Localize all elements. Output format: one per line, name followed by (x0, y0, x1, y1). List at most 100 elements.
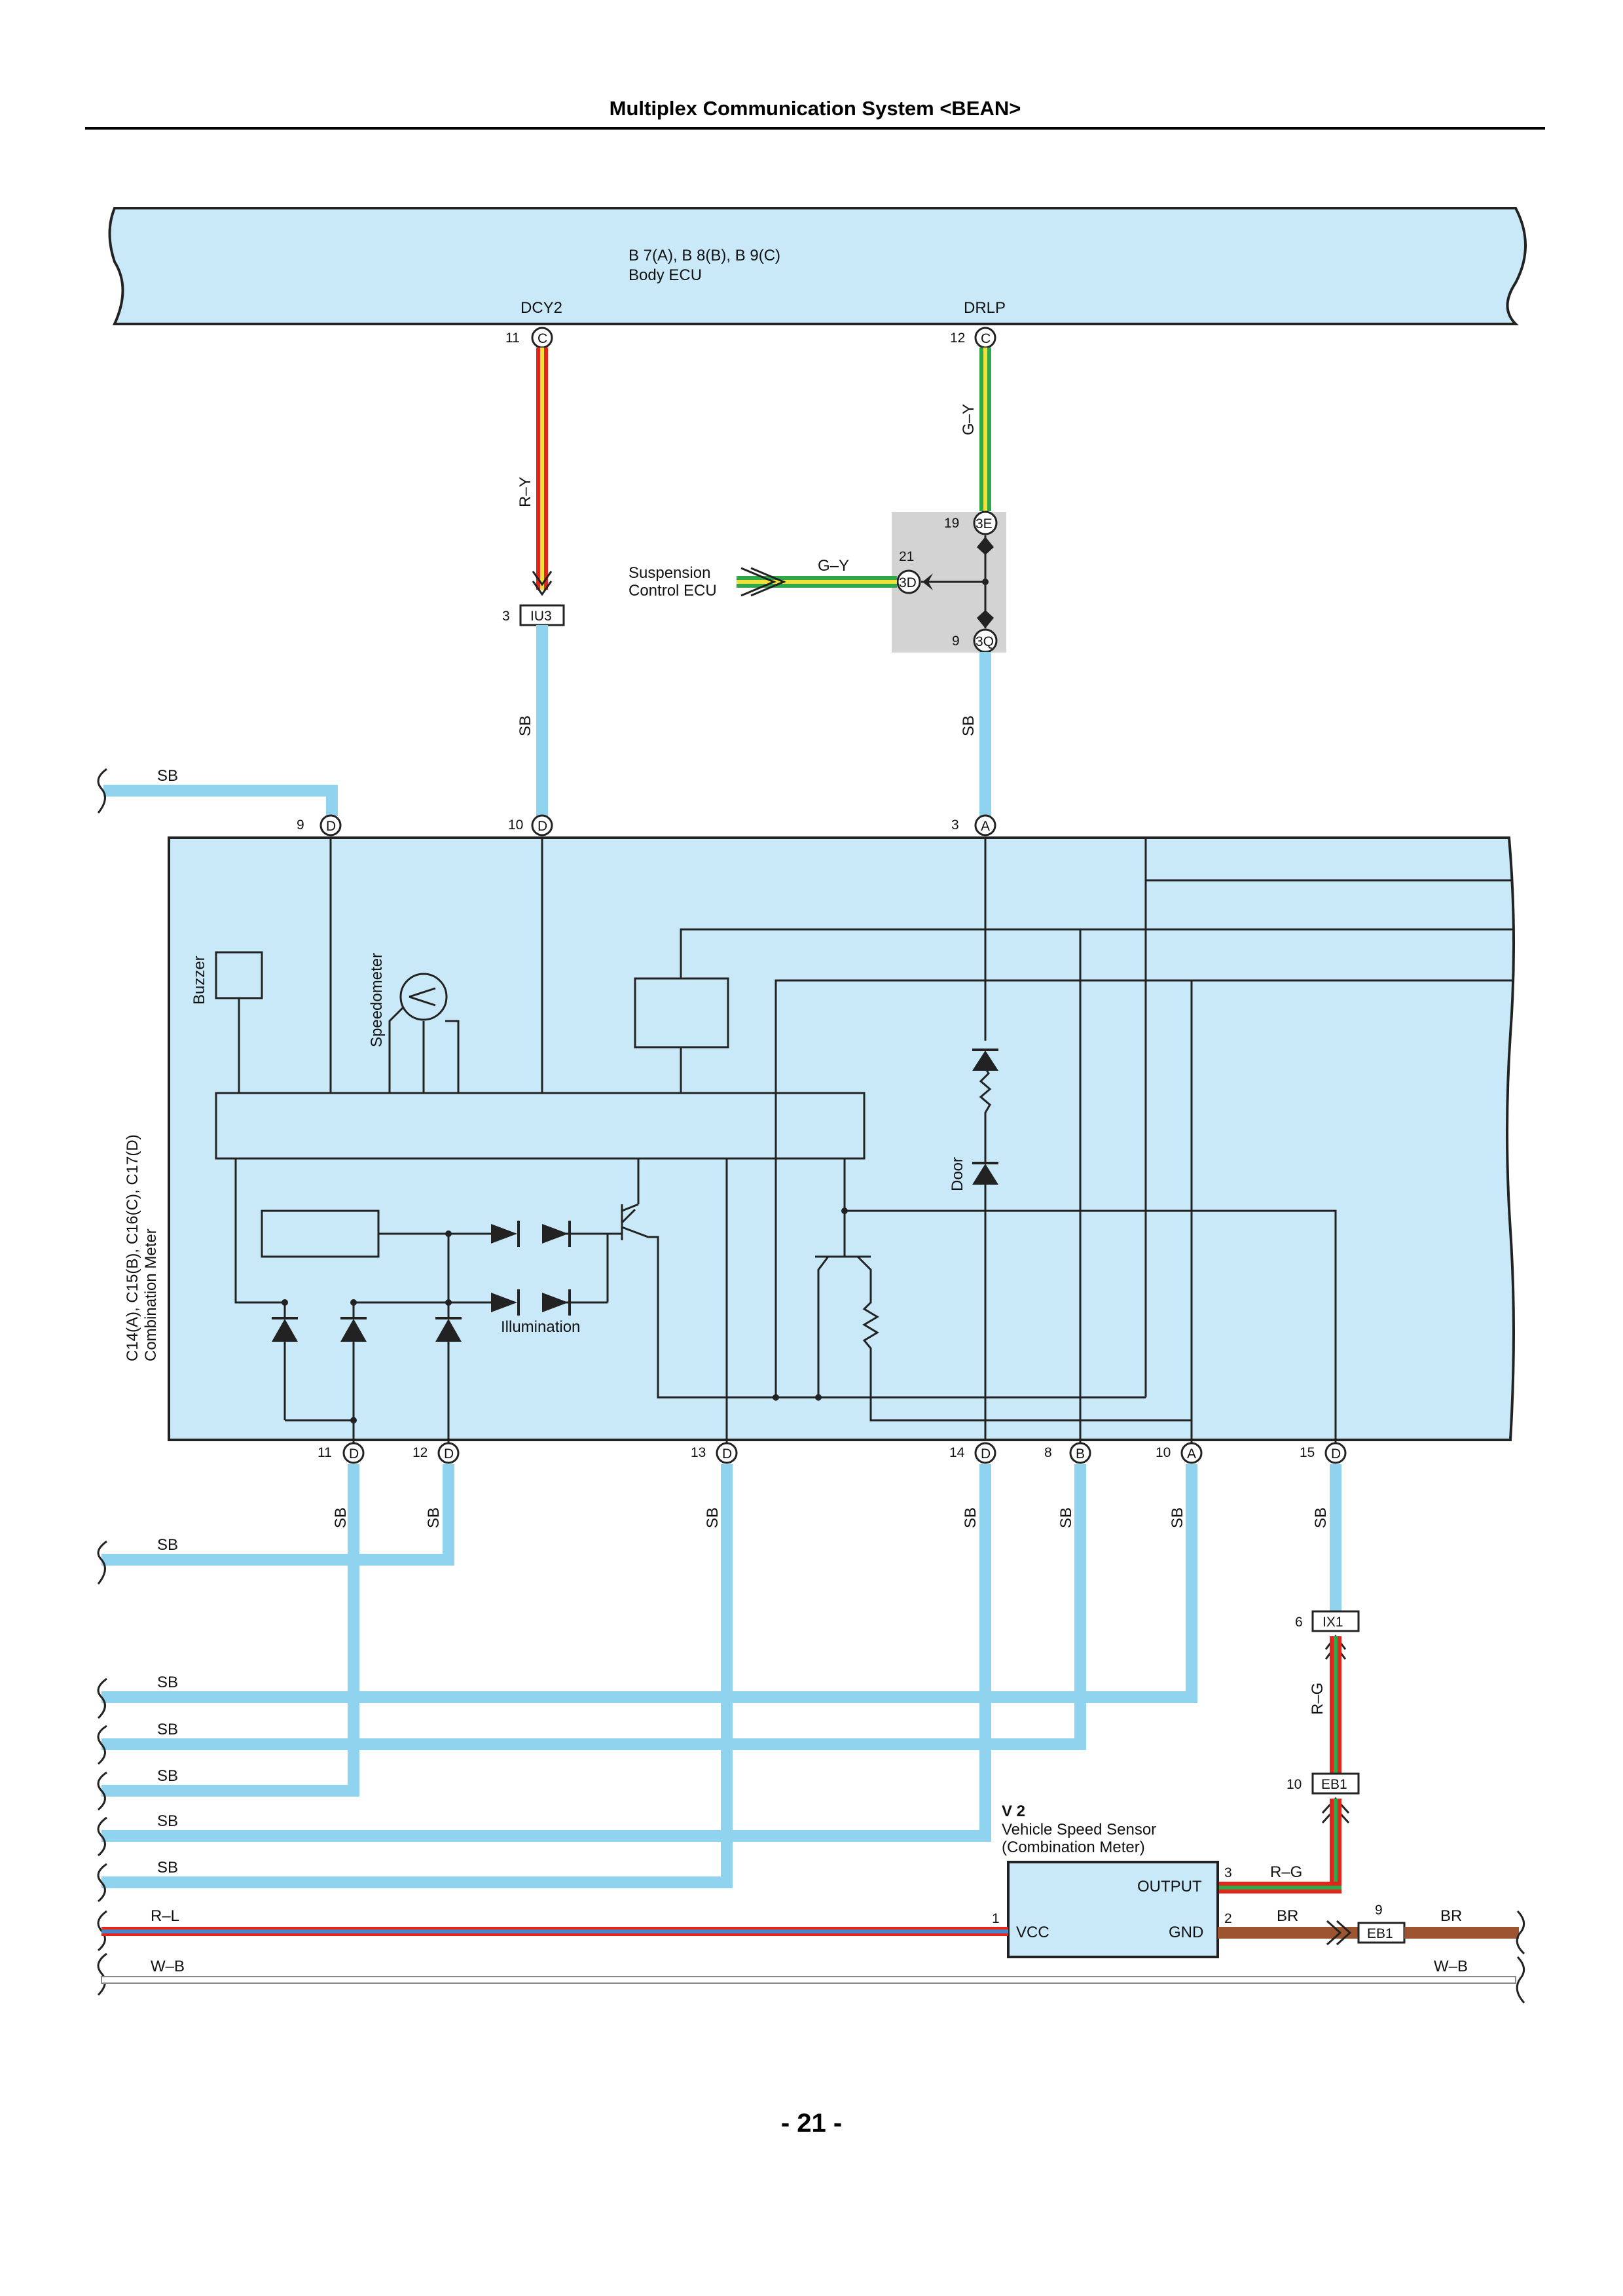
wire-sb-pin8 (1074, 1464, 1086, 1750)
br-label-right: BR (1440, 1907, 1462, 1925)
junction-3e-pin: 19 (944, 516, 959, 531)
dcy2-pin-number: 11 (505, 331, 520, 346)
suspension-line2: Control ECU (629, 582, 717, 600)
sb-bottom-vertical-labels: SB SB SB SB SB SB SB (332, 1507, 1330, 1528)
meter-top-pin-number: 3 (951, 817, 959, 833)
speedometer-label: Speedometer (368, 953, 386, 1047)
meter-bottom-pin-letter: D (444, 1446, 454, 1462)
g-y-horizontal-label: G–Y (818, 557, 849, 575)
meter-top-pin-number: 10 (508, 817, 523, 833)
r-y-label: R–Y (517, 476, 534, 507)
junction-3d-circle (896, 569, 921, 594)
meter-bottom-pin-letter: A (1187, 1446, 1196, 1462)
meter-top-pin-letter: D (538, 819, 547, 834)
sb-label-left-top: SB (157, 767, 178, 785)
junction-3e-circle (973, 511, 998, 535)
wire-sb-dcy2 (536, 625, 548, 816)
wire-break-right-br (1516, 1910, 1525, 1955)
wire-sb-pin10a (1186, 1464, 1197, 1703)
wire-br-right (1404, 1927, 1519, 1939)
dcy2-pin-letter: C (538, 331, 547, 346)
ix1-connector (1311, 1610, 1360, 1632)
meter-bottom-pin-number: 14 (949, 1445, 965, 1460)
drlp-pin-letter: C (981, 331, 991, 346)
ix1-label: IX1 (1322, 1615, 1343, 1630)
speed-sensor-pin-output: 3 (1224, 1865, 1232, 1880)
meter-top-pin-letter: D (326, 819, 336, 834)
sb-label-drlp: SB (960, 715, 977, 736)
ix1-pin: 6 (1295, 1615, 1303, 1630)
meter-bottom-pin-letter: D (722, 1446, 732, 1462)
buzzer-label: Buzzer (191, 956, 208, 1005)
sb-label-dcy2: SB (517, 715, 534, 736)
svg-text:SB: SB (962, 1507, 979, 1528)
meter-top-pin-circle (319, 814, 342, 836)
svg-text:SB: SB (157, 1674, 178, 1691)
eb1-gnd-label: EB1 (1367, 1926, 1393, 1941)
meter-top-pin-circle (974, 814, 996, 836)
speed-sensor-name: Vehicle Speed Sensor (1002, 1821, 1156, 1839)
page-title: Multiplex Communication System <BEAN> (609, 97, 1021, 120)
meter-bottom-pin-circle (716, 1442, 738, 1464)
wire-sb-pin12 (443, 1464, 454, 1566)
svg-text:SB: SB (1169, 1507, 1186, 1528)
meter-bottom-pin-circle (1324, 1442, 1347, 1464)
svg-text:SB: SB (425, 1507, 443, 1528)
meter-bottom-pin-letter: D (1331, 1446, 1341, 1462)
body-ecu-name: Body ECU (629, 266, 702, 284)
wire-sb-h4 (101, 1785, 359, 1797)
wire-sb-h6 (101, 1876, 733, 1888)
iu3-connector (519, 604, 565, 626)
wire-sb-h3 (101, 1738, 1086, 1750)
page-number: - 21 - (780, 2109, 843, 2138)
body-ecu-code: B 7(A), B 8(B), B 9(C) (629, 247, 780, 264)
iu3-pin: 3 (502, 609, 510, 624)
svg-text:SB: SB (1057, 1507, 1075, 1528)
wire-sb-pin11 (348, 1464, 359, 1797)
meter-bottom-pin-circle (437, 1442, 460, 1464)
meter-top-pin-letter: A (981, 819, 990, 834)
svg-text:SB: SB (332, 1507, 350, 1528)
meter-bottom-pin-number: 15 (1300, 1445, 1315, 1460)
wire-sb-pin14 (979, 1464, 991, 1842)
wire-sb-h1 (101, 1554, 454, 1566)
svg-text:SB: SB (157, 1812, 178, 1830)
suspension-line1: Suspension (629, 564, 710, 582)
wire-w-b (101, 1976, 1516, 1984)
door-label: Door (949, 1157, 966, 1191)
meter-top-pin-circle (531, 814, 553, 836)
dcy2-label: DCY2 (520, 299, 562, 317)
meter-bottom-pin-number: 8 (1044, 1445, 1052, 1460)
speed-sensor-code: V 2 (1002, 1803, 1025, 1820)
meter-diodes (272, 1049, 998, 1424)
drlp-pin-number: 12 (950, 331, 965, 346)
wire-sb-pin15 (1330, 1464, 1341, 1611)
meter-code: C14(A), C15(B), C16(C), C17(D) (124, 1134, 141, 1361)
w-b-label-left: W–B (151, 1958, 185, 1975)
wire-sb-drlp (979, 652, 991, 816)
speed-sensor-note: (Combination Meter) (1002, 1839, 1145, 1856)
eb1-top-label: EB1 (1321, 1777, 1347, 1792)
meter-bottom-pin-number: 13 (691, 1445, 706, 1460)
illumination-label: Illumination (501, 1318, 580, 1336)
br-label-left: BR (1277, 1907, 1298, 1925)
speed-sensor-vcc: VCC (1016, 1924, 1049, 1941)
eb1-top-connector (1311, 1772, 1360, 1795)
speed-sensor-pin-vcc: 1 (992, 1911, 1000, 1926)
speed-sensor-output: OUTPUT (1137, 1878, 1202, 1895)
wire-sb-h2 (101, 1691, 1197, 1703)
junction-3e-label: 3E (976, 516, 993, 531)
meter-bottom-pin-circle (974, 1442, 996, 1464)
eb1-gnd-pin: 9 (1375, 1903, 1383, 1918)
meter-bottom-pin-circle (1069, 1442, 1091, 1464)
junction-3d-pin: 21 (899, 549, 914, 564)
meter-bottom-pin-letter: D (981, 1446, 991, 1462)
wire-sb-h5 (101, 1830, 991, 1842)
header-rule (85, 127, 1545, 130)
meter-bottom-pin-circle (1180, 1442, 1203, 1464)
meter-top-pin-number: 9 (297, 817, 304, 833)
junction-3d-label: 3D (899, 575, 917, 590)
combination-meter-box (168, 836, 1516, 1441)
meter-top-pins: 9 D 10 D 3 A (297, 814, 996, 836)
